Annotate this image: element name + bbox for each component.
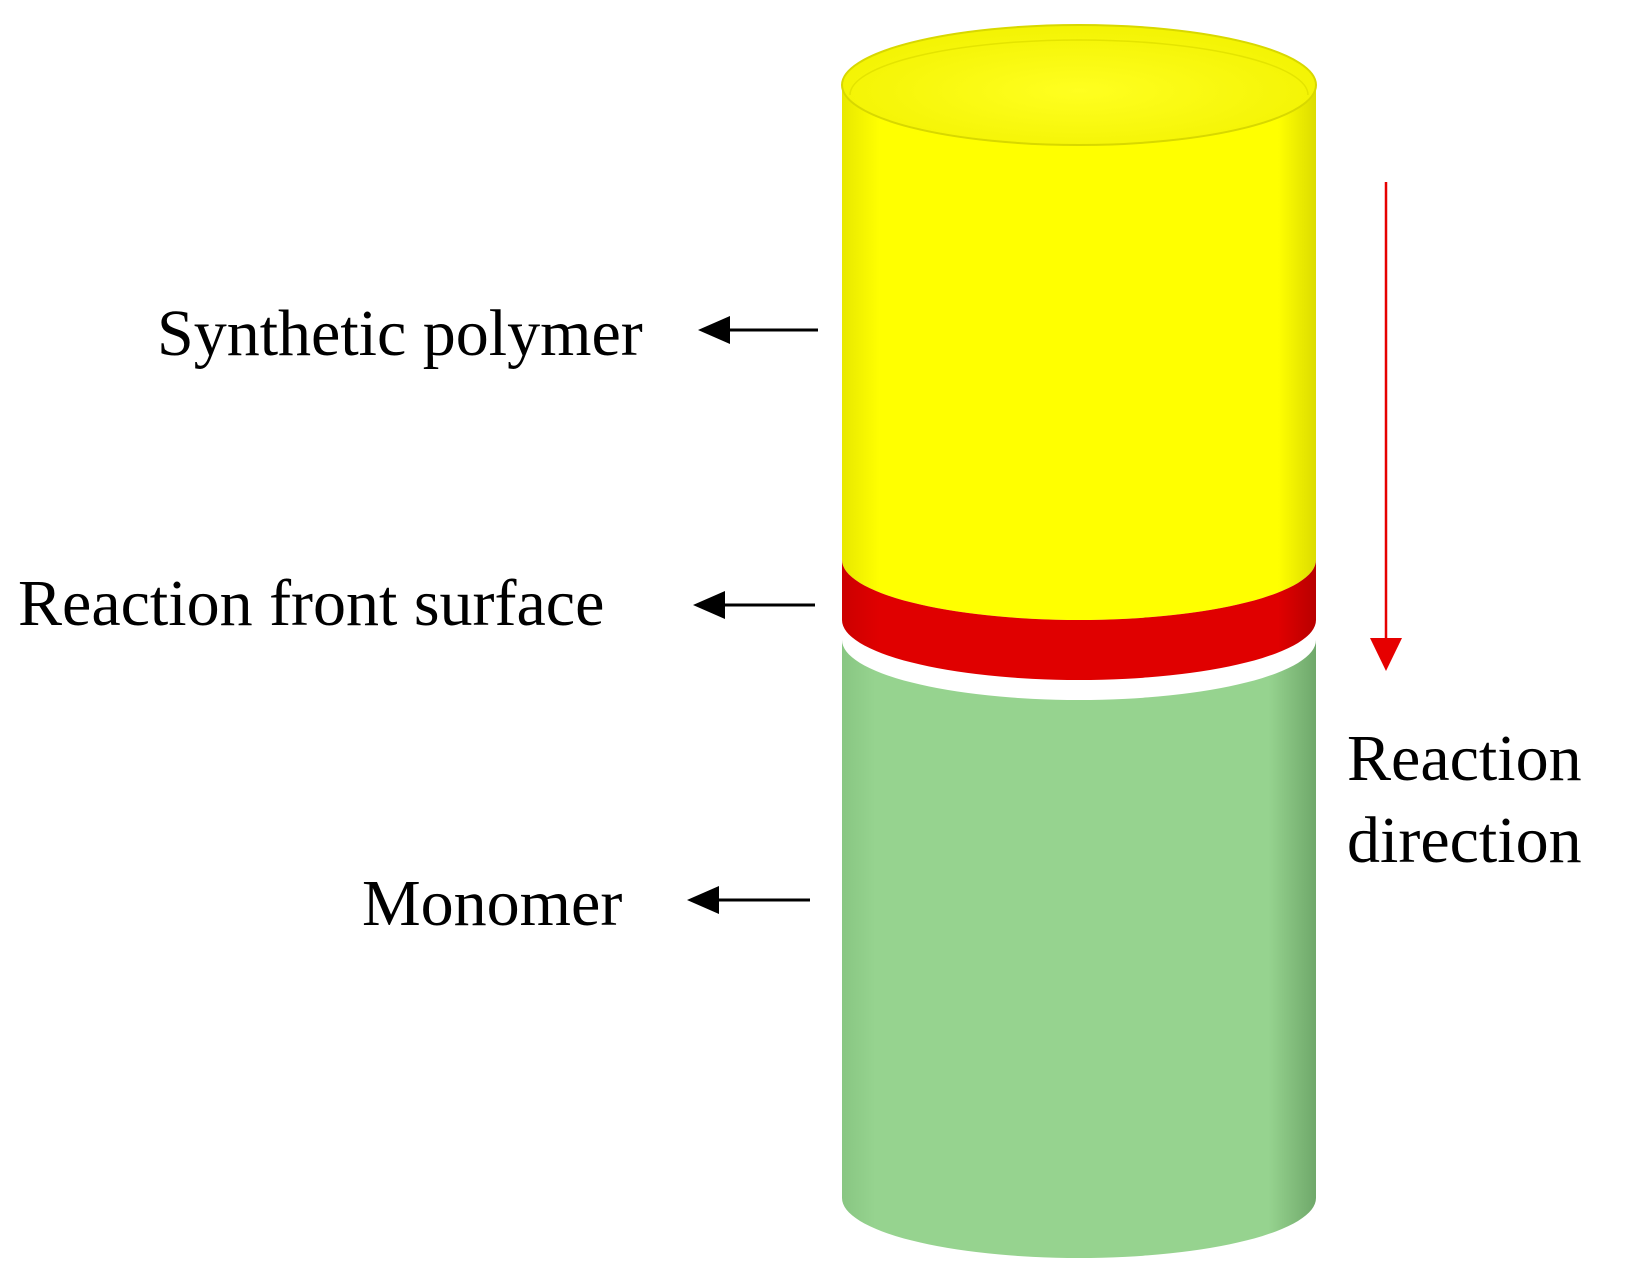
reaction-front-surface-label: Reaction front surface	[18, 567, 604, 640]
reaction-direction-arrow	[1370, 182, 1402, 671]
reaction-front-band	[842, 560, 1316, 680]
cylinder-top-rim	[841, 24, 1317, 146]
reaction-direction-label-line2: direction	[1347, 804, 1582, 877]
cylinder	[841, 24, 1317, 1258]
monomer-pointer-arrow	[687, 886, 810, 914]
reaction-front-pointer-arrow	[693, 591, 815, 619]
monomer-section	[842, 640, 1316, 1258]
reaction-direction-label-line1: Reaction	[1347, 722, 1582, 795]
polymer-section	[842, 85, 1316, 620]
synthetic-polymer-label: Synthetic polymer	[157, 297, 643, 370]
monomer-label: Monomer	[362, 867, 622, 940]
cylinder-top-cap	[842, 25, 1316, 145]
synthetic-polymer-pointer-arrow	[698, 316, 818, 344]
cylinder-top-inner-rim	[849, 39, 1309, 96]
